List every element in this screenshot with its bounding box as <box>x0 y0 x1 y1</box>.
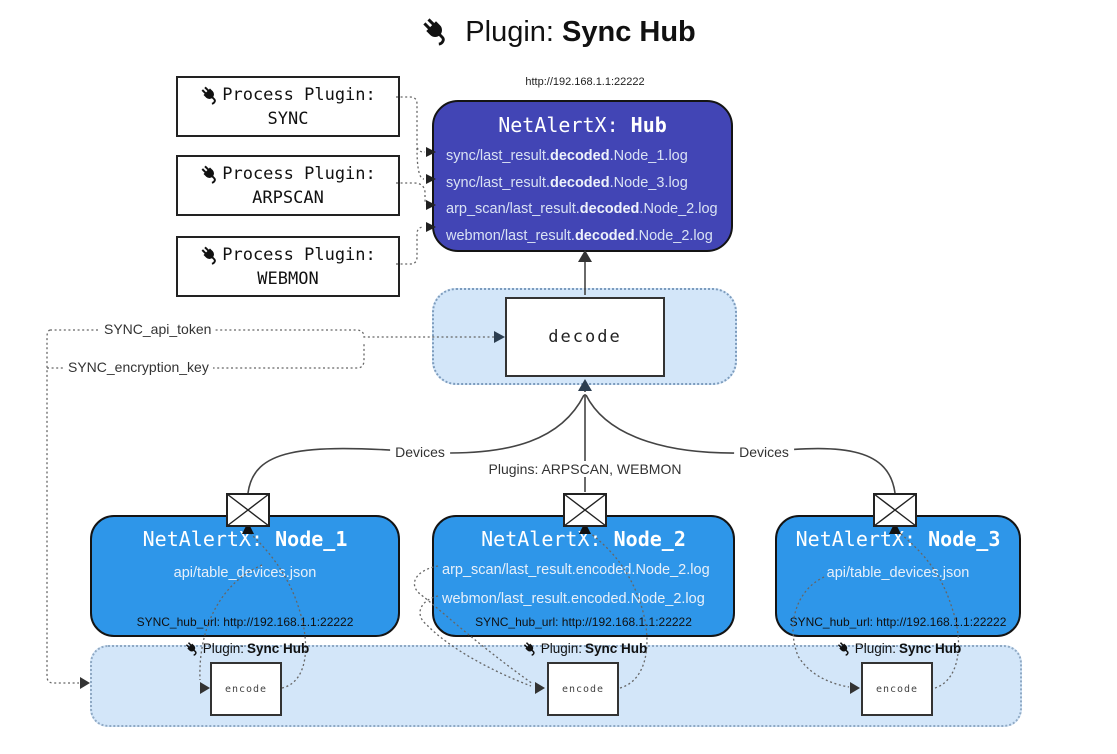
node-2-file: arp_scan/last_result.encoded.Node_2.log <box>442 562 710 578</box>
page-title: Plugin: Sync Hub <box>0 16 1117 49</box>
process-plugin-label: Process Plugin: <box>222 244 376 265</box>
node-1-title: NetAlertX: Node_1 <box>142 527 348 551</box>
devices-left-label: Devices <box>390 444 450 460</box>
sync-api-token-label: SYNC_api_token <box>100 321 216 337</box>
envelope-icon <box>226 493 270 532</box>
hub-title: NetAlertX: Hub <box>498 113 667 137</box>
node-3-footer: SYNC_hub_url: http://192.168.1.1:22222 <box>789 615 1007 629</box>
sync-encryption-key-label: SYNC_encryption_key <box>64 359 213 375</box>
process-plugin-name: SYNC <box>267 108 309 129</box>
node-3-box[interactable]: NetAlertX: Node_3 api/table_devices.json… <box>775 515 1021 637</box>
node-1-footer: SYNC_hub_url: http://192.168.1.1:22222 <box>136 615 354 629</box>
process-plugin-name: ARPSCAN <box>252 187 324 208</box>
encode-plugin-label: Plugin: Sync Hub <box>185 641 309 656</box>
process-plugin-label: Process Plugin: <box>222 163 376 184</box>
encode-box[interactable]: encode <box>210 662 282 716</box>
encode-box[interactable]: encode <box>547 662 619 716</box>
hub-log-entry: arp_scan/last_result.decoded.Node_2.log <box>446 201 718 217</box>
hub-log-entry: webmon/last_result.decoded.Node_2.log <box>446 227 713 244</box>
hub-box[interactable]: NetAlertX: Hub sync/last_result.decoded.… <box>432 100 733 252</box>
encode-plugin-label: Plugin: Sync Hub <box>837 641 961 656</box>
encode-plugin-label: Plugin: Sync Hub <box>523 641 647 656</box>
devices-right-label: Devices <box>734 444 794 460</box>
node-2-footer: SYNC_hub_url: http://192.168.1.1:22222 <box>475 615 692 629</box>
process-plugin-arpscan[interactable]: Process Plugin: ARPSCAN <box>176 155 400 216</box>
envelope-icon <box>873 493 917 532</box>
title-name: Sync Hub <box>562 16 696 48</box>
hub-log-entry: sync/last_result.decoded.Node_1.log <box>446 148 688 164</box>
node-1-file: api/table_devices.json <box>173 565 317 581</box>
plug-icon <box>837 642 849 656</box>
plug-icon <box>201 86 217 105</box>
hub-url-label: http://192.168.1.1:22222 <box>525 76 645 88</box>
plug-icon <box>423 18 445 46</box>
plug-icon <box>201 165 217 184</box>
node-2-file: webmon/last_result.encoded.Node_2.log <box>442 591 705 607</box>
process-plugin-name: WEBMON <box>257 268 319 289</box>
process-plugin-webmon[interactable]: Process Plugin: WEBMON <box>176 236 400 297</box>
node-1-box[interactable]: NetAlertX: Node_1 api/table_devices.json… <box>90 515 400 637</box>
plugins-mid-label: Plugins: ARPSCAN, WEBMON <box>483 461 687 477</box>
encode-box[interactable]: encode <box>861 662 933 716</box>
plug-icon <box>201 246 217 265</box>
title-prefix: Plugin: <box>465 16 554 48</box>
plug-icon <box>523 642 535 656</box>
node-3-file: api/table_devices.json <box>826 565 970 581</box>
envelope-icon <box>563 493 607 532</box>
hub-log-entry: sync/last_result.decoded.Node_3.log <box>446 174 688 191</box>
node-2-box[interactable]: NetAlertX: Node_2 arp_scan/last_result.e… <box>432 515 735 637</box>
decode-box[interactable]: decode <box>505 297 665 377</box>
process-plugin-label: Process Plugin: <box>222 84 376 105</box>
process-plugin-sync[interactable]: Process Plugin: SYNC <box>176 76 400 137</box>
plug-icon <box>185 642 197 656</box>
